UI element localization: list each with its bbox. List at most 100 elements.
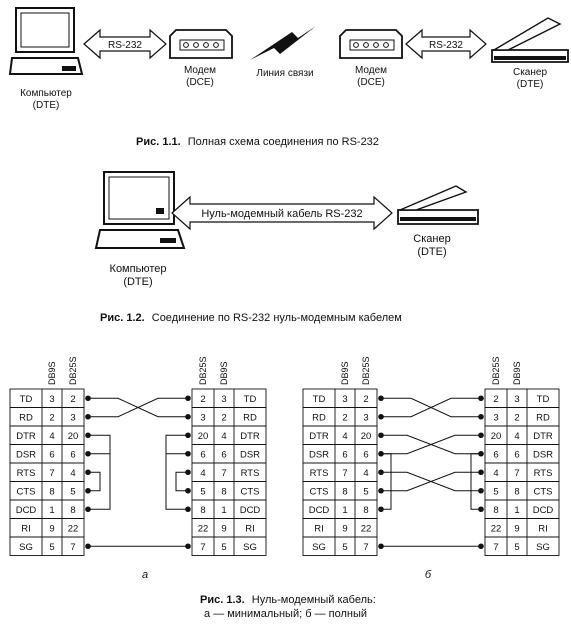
table-cell: 1 bbox=[221, 505, 226, 516]
table-cell: 7 bbox=[70, 542, 75, 553]
column-header: DB9S bbox=[512, 361, 522, 385]
table-cell: TD bbox=[244, 394, 257, 405]
table-cell: 3 bbox=[363, 413, 368, 424]
table-cell: 5 bbox=[221, 542, 226, 553]
table-cell: TD bbox=[313, 394, 326, 405]
table-cell: 6 bbox=[342, 450, 347, 461]
table-cell: 20 bbox=[361, 431, 372, 442]
column-header: DB25S bbox=[68, 356, 78, 385]
lightning-icon bbox=[250, 26, 316, 60]
wire-dtr-loop bbox=[165, 434, 188, 510]
table-cell: SG bbox=[243, 542, 257, 553]
table-cell: 5 bbox=[200, 487, 205, 498]
table-cell: 2 bbox=[221, 413, 226, 424]
table-row bbox=[484, 536, 560, 556]
rs232-left-label: RS-232 bbox=[108, 40, 142, 51]
table-row bbox=[9, 536, 85, 556]
table-cell: 3 bbox=[493, 413, 498, 424]
rs232-arrow-right bbox=[405, 28, 487, 60]
table-cell: DSR bbox=[240, 450, 260, 461]
table-cell: CTS bbox=[310, 487, 329, 498]
table-cell: 9 bbox=[514, 524, 519, 535]
table-cell: 4 bbox=[200, 468, 205, 479]
scanner-icon bbox=[491, 17, 569, 63]
table-cell: 4 bbox=[221, 431, 226, 442]
wire-dtr-loop bbox=[88, 434, 111, 510]
table-cell: 22 bbox=[361, 524, 372, 535]
wire-rts-cts-loop bbox=[88, 471, 101, 492]
table-cell: 8 bbox=[200, 505, 205, 516]
table-cell: 6 bbox=[49, 450, 54, 461]
fig1-group: RS-232 Модем (DCE) Линия связи Модем (DC… bbox=[8, 7, 569, 148]
table-cell: 7 bbox=[49, 468, 54, 479]
table-cell: 8 bbox=[493, 505, 498, 516]
table-cell: 8 bbox=[70, 505, 75, 516]
table-cell: RD bbox=[312, 413, 326, 424]
column-header: DB25S bbox=[361, 356, 371, 385]
table-cell: 5 bbox=[493, 487, 498, 498]
table-cell: 3 bbox=[70, 413, 75, 424]
table-cell: 20 bbox=[491, 431, 502, 442]
table-cell: 9 bbox=[221, 524, 226, 535]
modem-left-sub: (DCE) bbox=[186, 77, 214, 88]
table-cell: 5 bbox=[363, 487, 368, 498]
table-cell: 7 bbox=[493, 542, 498, 553]
table-cell: RI bbox=[21, 524, 31, 535]
table-cell: 4 bbox=[493, 468, 498, 479]
table-cell: 5 bbox=[49, 542, 54, 553]
table-cell: 3 bbox=[221, 394, 226, 405]
table-cell: DTR bbox=[16, 431, 36, 442]
table-cell: 20 bbox=[198, 431, 209, 442]
table-cell: 6 bbox=[221, 450, 226, 461]
scanner-sub: (DTE) bbox=[417, 246, 446, 258]
table-cell: 7 bbox=[200, 542, 205, 553]
table-cell: CTS bbox=[534, 487, 553, 498]
pc-label: Компьютер bbox=[20, 88, 72, 99]
table-cell: DTR bbox=[309, 431, 329, 442]
table-cell: RTS bbox=[534, 468, 553, 479]
table-cell: 5 bbox=[514, 542, 519, 553]
table-cell: RTS bbox=[241, 468, 260, 479]
table-cell: 20 bbox=[68, 431, 79, 442]
fig2-caption: Рис. 1.2. Соединение по RS-232 нуль-моде… bbox=[100, 312, 402, 324]
table-cell: DTR bbox=[240, 431, 260, 442]
modem-right-label: Модем bbox=[355, 65, 387, 76]
scanner-sub: (DTE) bbox=[517, 79, 544, 90]
table-cell: 7 bbox=[221, 468, 226, 479]
column-header: DB25S bbox=[198, 356, 208, 385]
table-cell: 8 bbox=[221, 487, 226, 498]
table-cell: 3 bbox=[342, 394, 347, 405]
table-cell: DCD bbox=[533, 505, 554, 516]
table-cell: RI bbox=[538, 524, 548, 535]
modem-right-sub: (DCE) bbox=[357, 77, 385, 88]
table-cell: 8 bbox=[342, 487, 347, 498]
table-cell: RD bbox=[19, 413, 33, 424]
fig2-caption-text: Соединение по RS-232 нуль-модемным кабел… bbox=[152, 312, 402, 324]
table-cell: 3 bbox=[514, 394, 519, 405]
pc-sub: (DTE) bbox=[33, 100, 60, 111]
table-cell: DCD bbox=[240, 505, 261, 516]
table-cell: 6 bbox=[70, 450, 75, 461]
null-modem-cable-arrow bbox=[171, 195, 393, 231]
table-cell: RTS bbox=[17, 468, 36, 479]
table-cell: 2 bbox=[200, 394, 205, 405]
table-cell: 8 bbox=[363, 505, 368, 516]
table-cell: DSR bbox=[309, 450, 329, 461]
table-cell: 6 bbox=[493, 450, 498, 461]
table-cell: 7 bbox=[514, 468, 519, 479]
table-cell: DSR bbox=[16, 450, 36, 461]
column-header: DB9S bbox=[47, 361, 57, 385]
wire-dsr-dcd-left bbox=[381, 453, 392, 510]
table-cell: 1 bbox=[49, 505, 54, 516]
fig2-group: Нуль-модемный кабель RS-232 Сканер (DTE)… bbox=[94, 171, 479, 324]
wire-rts-cts-loop bbox=[175, 471, 188, 492]
column-header: DB25S bbox=[491, 356, 501, 385]
table-cell: SG bbox=[536, 542, 550, 553]
table-cell: 3 bbox=[200, 413, 205, 424]
fig3-caption-num: Рис. 1.3. bbox=[200, 594, 245, 606]
table-cell: 2 bbox=[493, 394, 498, 405]
table-row bbox=[302, 536, 378, 556]
table-cell: 6 bbox=[200, 450, 205, 461]
table-cell: 22 bbox=[198, 524, 209, 535]
